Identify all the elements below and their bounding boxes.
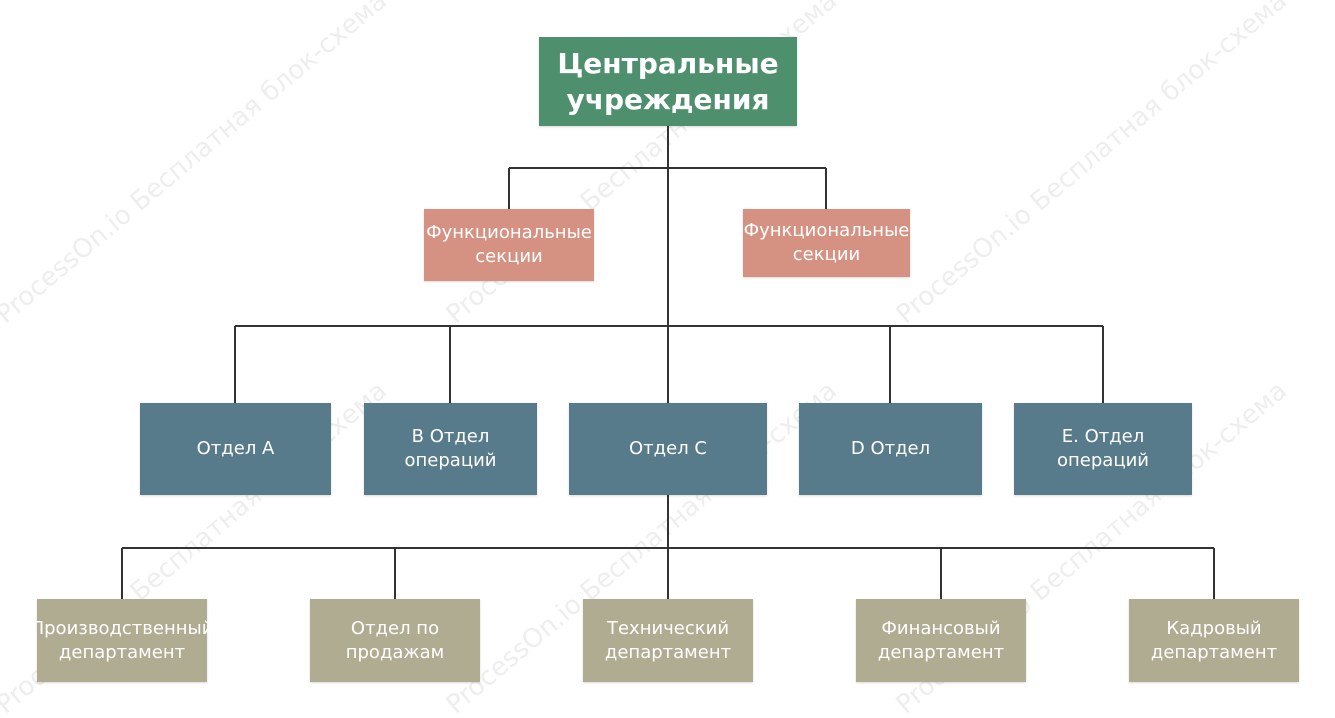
department-node-a[interactable]: Отдел A [140,403,331,495]
subdepartment-label: Кадровый департамент [1150,617,1278,663]
department-node-c[interactable]: Отдел C [569,403,767,495]
functional-section-node[interactable]: Функциональные секции [743,209,910,277]
department-label: B Отдел операций [404,426,497,471]
department-label: D Отдел [850,438,931,459]
subdepartment-node[interactable]: Финансовый департамент [856,599,1026,682]
department-label: Отдел C [629,438,707,459]
subdepartment-label: Отдел по продажам [345,617,445,663]
functional-section-label: Функциональные секции [743,220,910,265]
subdepartment-label: Технический департамент [604,617,732,663]
subdepartment-node[interactable]: Отдел по продажам [310,599,480,682]
root-node[interactable]: Центральные учреждения [539,37,797,126]
subdepartment-node[interactable]: Технический департамент [583,599,753,682]
subdepartment-label: Финансовый департамент [877,617,1005,663]
root-node-label: Центральные учреждения [557,46,779,116]
department-label: Отдел A [196,438,275,459]
subdepartment-node[interactable]: Производственный департамент [31,599,213,682]
subdepartment-node[interactable]: Кадровый департамент [1129,599,1299,682]
department-label: E. Отдел операций [1057,426,1149,471]
department-node-b[interactable]: B Отдел операций [364,403,537,495]
department-node-e[interactable]: E. Отдел операций [1014,403,1192,495]
department-node-d[interactable]: D Отдел [799,403,982,495]
functional-section-label: Функциональные секции [426,222,592,267]
functional-section-node[interactable]: Функциональные секции [424,209,594,281]
subdepartment-label: Производственный департамент [30,617,214,663]
